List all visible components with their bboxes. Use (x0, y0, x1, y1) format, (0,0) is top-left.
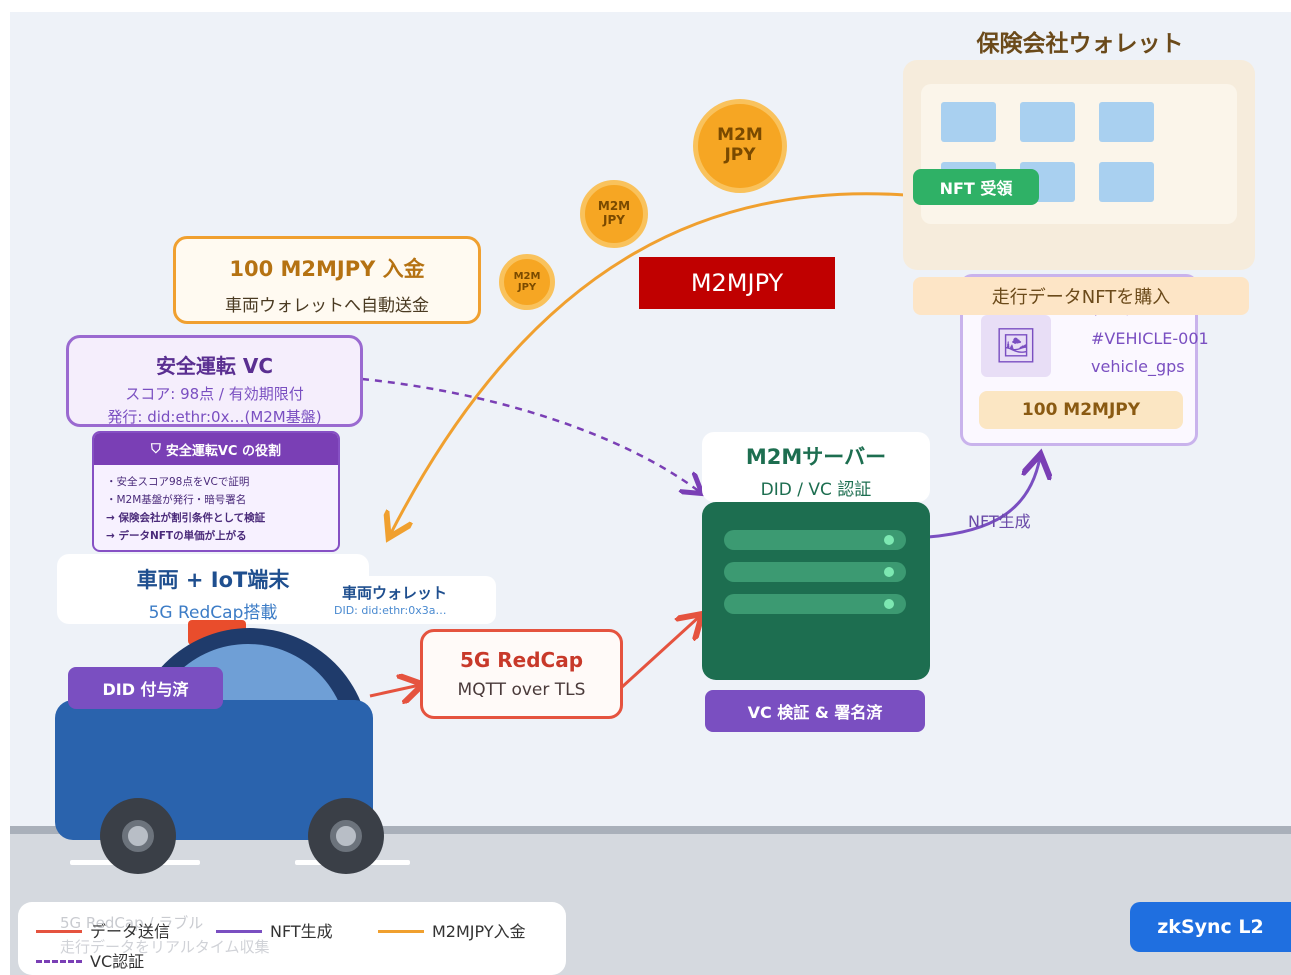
did-badge: DID 付与済 (68, 667, 223, 709)
wallet-tile (941, 102, 996, 142)
server-title: M2Mサーバー (745, 445, 887, 469)
server-unit (724, 594, 906, 614)
nft-gen-label: NFT生成 (968, 512, 1031, 531)
redcap-box: 5G RedCap MQTT over TLS (420, 629, 623, 719)
wallet-tile (1020, 102, 1075, 142)
legend-swatch-data (36, 930, 82, 933)
safety-vc-title: 安全運転 VC (155, 354, 274, 378)
vc-role-item: → 保険会社が割引条件として検証 (106, 512, 266, 524)
m2mjpy-coin-medium: M2M JPY (580, 180, 648, 248)
m2mjpy-coin-small: M2M JPY (499, 254, 555, 310)
insurer-wallet-panel (903, 60, 1255, 270)
m2mjpy-banner: M2MJPY (639, 257, 835, 309)
redcap-subtitle: MQTT over TLS (457, 680, 586, 700)
deposit-box: 100 M2MJPY 入金 車両ウォレットへ自動送金 (173, 236, 481, 324)
legend-swatch-nft (216, 930, 262, 933)
data-send-line-1 (369, 685, 420, 696)
vehicle-wheel (100, 798, 176, 874)
deposit-subtitle: 車両ウォレットへ自動送金 (225, 296, 429, 316)
server-label-box: M2Mサーバー DID / VC 認証 (702, 432, 930, 502)
server-unit (724, 562, 906, 582)
vc-role-header: ⛉ 安全運転VC の役割 (94, 433, 338, 465)
shield-icon: ⛉ (151, 441, 161, 457)
server-subtitle: DID / VC 認証 (760, 480, 872, 500)
vehicle-subtitle: 5G RedCap搭載 (148, 603, 278, 623)
nft-received-badge: NFT 受領 (913, 169, 1039, 205)
purchase-banner: 走行データNFTを購入 (913, 277, 1249, 315)
wallet-tile (1099, 162, 1154, 202)
legend-swatch-vc (36, 960, 82, 963)
safety-vc-issuer: 発行: did:ethr:0x…(M2M基盤) (107, 408, 322, 426)
zksync-badge: zkSync L2 (1130, 902, 1291, 952)
road-edge (10, 826, 1291, 834)
vc-role-panel: ⛉ 安全運転VC の役割 ・安全スコア98点をVCで証明 ・M2M基盤が発行・暗… (92, 431, 340, 552)
legend-nft-gen: NFT生成 (270, 922, 333, 941)
m2mjpy-coin-large: M2M JPY (693, 99, 787, 193)
nft-type: vehicle_gps (1091, 357, 1185, 376)
data-send-line-2 (620, 616, 700, 689)
legend-deposit: M2MJPY入金 (432, 922, 526, 941)
nft-price: 100 M2MJPY (979, 391, 1183, 429)
legend-swatch-deposit (378, 930, 424, 933)
nft-image-icon: 🖼 (981, 315, 1051, 377)
vehicle-wallet-title: 車両ウォレット (342, 584, 448, 602)
deposit-arc (390, 192, 906, 535)
insurer-title: 保険会社ウォレット (976, 31, 1184, 57)
vc-role-item: ・安全スコア98点をVCで証明 (106, 476, 250, 488)
nft-id: #VEHICLE-001 (1091, 329, 1209, 348)
safety-vc-box: 安全運転 VC スコア: 98点 / 有効期限付 発行: did:ethr:0x… (66, 335, 363, 427)
vehicle-wallet-did: DID: did:ethr:0x3a… (334, 604, 447, 617)
vehicle-wheel (308, 798, 384, 874)
vc-role-item: → データNFTの単価が上がる (106, 530, 247, 542)
vc-auth-line (361, 377, 700, 492)
legend: 5G RedCap / ラブル 走行データをリアルタイム収集 データ送信 NFT… (18, 902, 566, 975)
server-unit (724, 530, 906, 550)
redcap-title: 5G RedCap (459, 648, 584, 672)
deposit-title: 100 M2MJPY 入金 (229, 257, 425, 281)
vc-verified-badge: VC 検証 & 署名済 (705, 690, 925, 732)
wallet-tile (1099, 102, 1154, 142)
legend-vc: VC認証 (90, 952, 145, 971)
scene: 保険会社ウォレット NFT 受領 🖼 データNFT #VEHICLE-001 v… (10, 12, 1291, 975)
nft-gen-line (927, 457, 1040, 539)
vehicle-wallet-box: 車両ウォレット DID: did:ethr:0x3a… (298, 576, 496, 624)
safety-vc-score: スコア: 98点 / 有効期限付 (125, 385, 304, 403)
vc-role-item: ・M2M基盤が発行・暗号署名 (106, 494, 247, 506)
legend-ghost-text: 走行データをリアルタイム収集 (60, 938, 270, 956)
legend-data-send: データ送信 (90, 922, 171, 941)
legend-ghost-text: 5G RedCap / ラブル (60, 914, 204, 932)
vehicle-title: 車両 + IoT端末 (136, 568, 290, 592)
server-rack-icon (702, 502, 930, 680)
